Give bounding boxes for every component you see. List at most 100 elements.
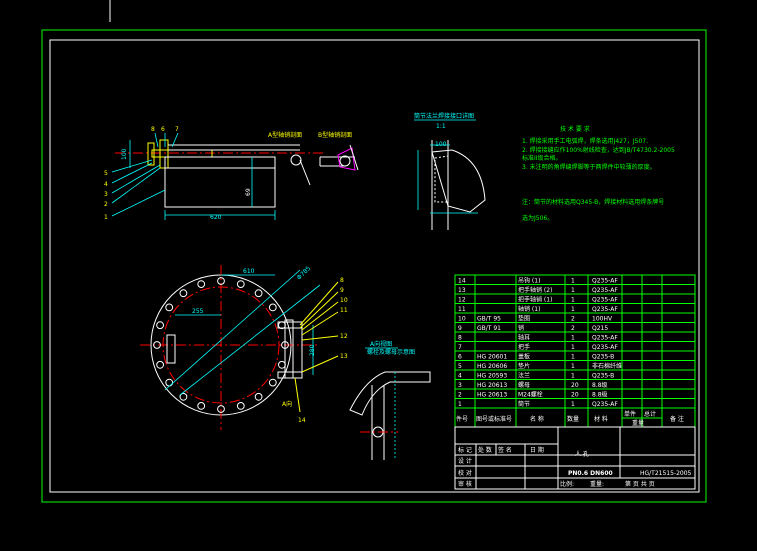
bom-cell-mat: 非石棉纤维 xyxy=(592,362,622,370)
bom-cell-qty: 2 xyxy=(571,316,575,323)
bolt-hole xyxy=(217,277,225,285)
tb-sign: 签 名 xyxy=(498,446,512,454)
bom-cell-no: 9 xyxy=(458,325,462,332)
detail-dim: 100 xyxy=(435,141,447,148)
bom-cell-qty: 1 xyxy=(571,344,575,351)
view-label-b-pin: B型轴销剖面 xyxy=(318,131,352,139)
bom-cell-qty: 1 xyxy=(571,287,575,294)
bom-cell-no: 2 xyxy=(458,392,462,399)
bom-cell-name: M24螺栓 xyxy=(518,391,543,399)
bom-cell-qty: 1 xyxy=(571,335,575,342)
tech-req-item-1: 1. 焊接采用手工电弧焊，焊条选用J427，J507. xyxy=(522,137,648,145)
tb-approve: 审 核 xyxy=(458,480,472,488)
side-view: 620 100 69 8 6 7 5 4 3 2 1 A型轴销剖面 xyxy=(104,126,325,221)
bom-cell-no: 10 xyxy=(458,316,466,323)
view-label-bolt: 螺栓及螺母示意图 xyxy=(367,348,415,356)
bom-cell-no: 5 xyxy=(458,363,462,370)
balloon-3: 3 xyxy=(104,191,108,198)
bom-cell-std: HG 20601 xyxy=(477,354,507,361)
bom-cell-name: 轴销 (1) xyxy=(518,305,540,313)
bom-cell-mat: Q235-AF xyxy=(592,335,618,342)
dim-right-label: 280 xyxy=(309,344,316,356)
bom-cell-qty: 1 xyxy=(571,354,575,361)
bolt-hole xyxy=(278,360,286,369)
balloon-5: 5 xyxy=(104,170,108,177)
bom-cell-no: 8 xyxy=(458,335,462,342)
bom-cell-name: 法兰 xyxy=(518,372,530,380)
bom-cell-mat: 100HV xyxy=(592,316,613,323)
balloon-7: 7 xyxy=(175,126,179,133)
bom-cell-qty: 1 xyxy=(571,306,575,313)
tech-req-title: 技 术 要 求 xyxy=(560,125,590,133)
bolt-hole xyxy=(165,378,174,387)
bom-cell-std: HG 20593 xyxy=(477,373,507,380)
balloon-6: 6 xyxy=(161,126,165,133)
a-direction-view: A向视图 螺栓及螺母示意图 xyxy=(349,340,431,460)
bolt-hole xyxy=(236,402,245,410)
balloon-13: 13 xyxy=(340,353,348,360)
balloon-14: 14 xyxy=(298,417,306,424)
bom-cell-mat: Q235-AF xyxy=(592,287,618,294)
bom-header-mat: 材 料 xyxy=(594,415,608,423)
tb-weight: 重量: xyxy=(590,480,604,488)
bom-cell-no: 14 xyxy=(458,278,466,285)
bolt-hole xyxy=(236,280,245,289)
dim-diameter-label: Φ785 xyxy=(296,265,313,282)
balloon-11: 11 xyxy=(340,307,348,314)
dim-inner-label: 255 xyxy=(192,308,204,315)
inner-frame xyxy=(49,39,700,493)
bom-cell-name: 垫圈 xyxy=(518,315,530,323)
bom-cell-no: 13 xyxy=(458,287,466,294)
title-spec: PN0.6 DN600 xyxy=(568,470,613,477)
bom-cell-qty: 1 xyxy=(571,401,575,408)
tech-req-item-3: 标准II级合格。 xyxy=(522,154,562,162)
tb-check: 校 对 xyxy=(458,469,472,477)
balloon-12: 12 xyxy=(340,333,348,340)
bom-cell-qty: 20 xyxy=(571,392,579,399)
tb-count: 处 数 xyxy=(478,446,492,454)
bom-cell-qty: 1 xyxy=(571,373,575,380)
bom-cell-qty: 1 xyxy=(571,297,575,304)
tb-date: 日 期 xyxy=(530,446,544,454)
bom-cell-no: 4 xyxy=(458,373,462,380)
bom-cell-name: 把手轴销 (2) xyxy=(518,286,552,294)
bolt-hole xyxy=(179,289,188,298)
bom-cell-std: GB/T 95 xyxy=(477,316,501,323)
title-std: HG/T21515-2005 xyxy=(640,470,692,477)
bom-cell-name: 筒节 xyxy=(518,400,530,408)
tech-requirements: 技 术 要 求 1. 焊接采用手工电弧焊，焊条选用J427，J507. 2. 焊… xyxy=(522,125,675,222)
bom-cell-mat: Q235-AF xyxy=(592,278,618,285)
bom-header-weight: 重量 xyxy=(632,419,644,427)
dim-width-label: 620 xyxy=(210,214,222,221)
bom-cell-qty: 2 xyxy=(571,325,575,332)
title-block: 人 孔 PN0.6 DN600 HG/T21515-2005 标 记 处 数 签… xyxy=(454,426,696,490)
bom-header-name: 名 称 xyxy=(530,415,544,423)
view-direction-label: A向 xyxy=(282,400,292,408)
bom-cell-qty: 1 xyxy=(571,363,575,370)
tech-req-item-4: 3. 未注明的角焊缝焊脚等于两焊件中较薄的厚度。 xyxy=(522,163,656,171)
view-label-a-pin: A型轴销剖面 xyxy=(268,131,302,139)
bom-cell-name: 销 xyxy=(518,324,524,332)
bom-cell-no: 12 xyxy=(458,297,466,304)
bom-cell-name: 垫片 xyxy=(518,362,530,370)
bom-cell-std: HG 20606 xyxy=(477,363,507,370)
bom-cell-std: HG 20613 xyxy=(477,392,507,399)
outer-border xyxy=(41,29,707,503)
bom-cell-name: 轴耳 xyxy=(518,334,530,342)
bom-cell-mat: Q235-AF xyxy=(592,401,618,408)
bolt-hole xyxy=(217,405,225,413)
bom-cell-mat: Q215 xyxy=(592,325,608,332)
bolt-hole xyxy=(268,378,277,387)
dim-left-label: 100 xyxy=(121,148,128,160)
bom-cell-qty: 20 xyxy=(571,382,579,389)
bolt-hole xyxy=(268,303,277,312)
front-view: 610 255 280 Φ785 8 9 10 11 12 13 14 A向 xyxy=(140,265,348,430)
bom-cell-no: 7 xyxy=(458,344,462,351)
bom-cell-mat: Q235-AF xyxy=(592,306,618,313)
bom-cell-mat: 8.8级 xyxy=(592,391,608,399)
bom-cell-mat: Q235-AF xyxy=(592,297,618,304)
bom-cell-name: 吊钩 (1) xyxy=(518,277,540,285)
